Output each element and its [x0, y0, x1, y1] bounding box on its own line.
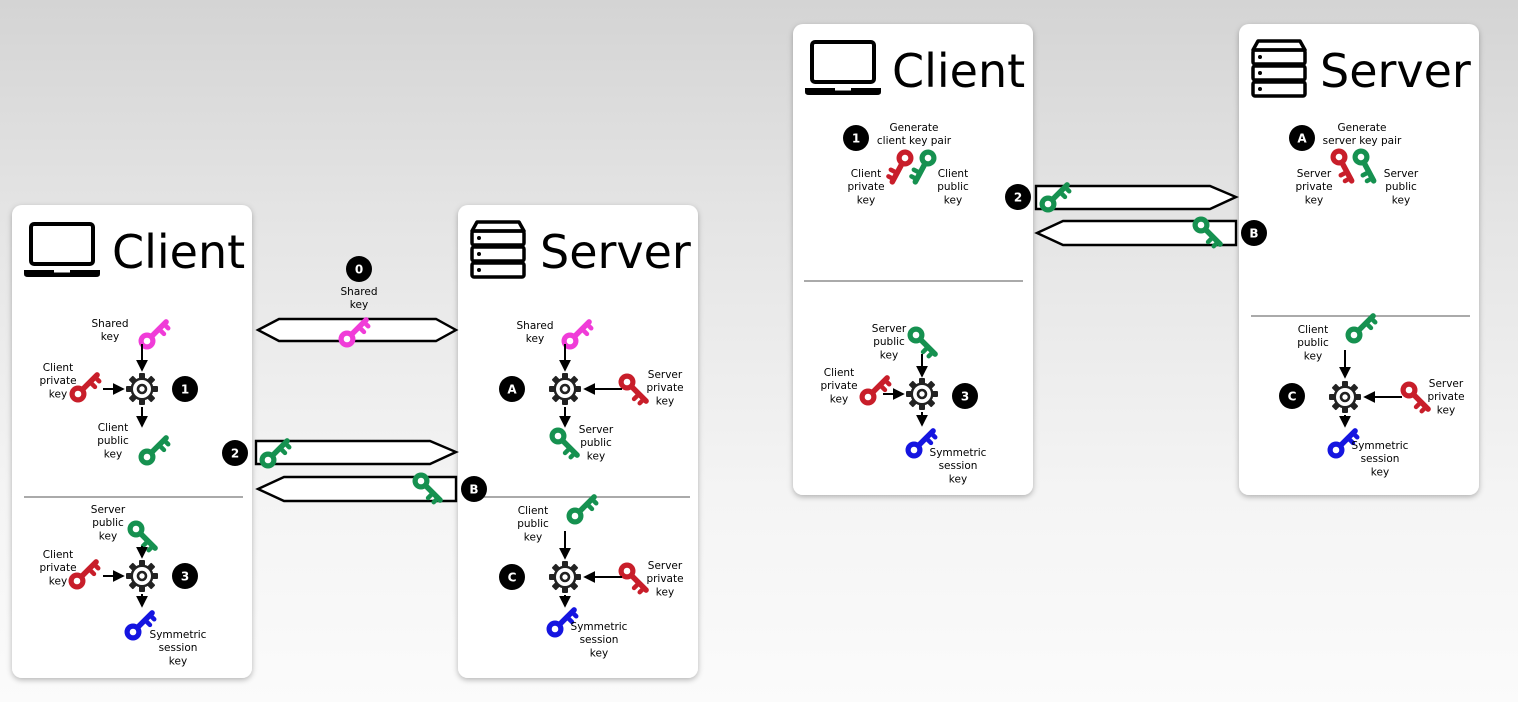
step-badge — [172, 563, 198, 589]
step-badge — [1005, 184, 1031, 210]
right-client-title: Client — [892, 44, 1025, 98]
step-badge-label: B — [1249, 227, 1258, 241]
step-badge-label: 1 — [852, 132, 860, 146]
gear-icon — [124, 558, 160, 594]
right-server-title: Server — [1320, 44, 1471, 98]
left-client-panel — [12, 205, 252, 678]
step-badge — [843, 125, 869, 151]
step-badge-label: 2 — [1014, 191, 1022, 205]
step-badge — [499, 376, 525, 402]
message-B-server-public-key — [255, 475, 458, 503]
step-badge-label: B — [469, 483, 478, 497]
step-badge — [1279, 383, 1305, 409]
step-badge — [346, 256, 372, 282]
message-2-client-public-key — [1034, 184, 1239, 211]
step-badge-label: 3 — [961, 390, 969, 404]
step-badge — [1241, 220, 1267, 246]
step-badge-label: C — [508, 571, 517, 585]
step-badge — [952, 383, 978, 409]
step-badge-label: A — [1297, 132, 1307, 146]
left-server-title: Server — [540, 225, 691, 279]
step-badge-label: 2 — [231, 447, 239, 461]
message-B-server-public-key — [1034, 219, 1238, 247]
step-badge — [499, 564, 525, 590]
step-badge — [172, 376, 198, 402]
step-badge-label: 3 — [181, 570, 189, 584]
step-badge-label: A — [507, 383, 517, 397]
step-badge-label: 1 — [181, 383, 189, 397]
gear-icon — [1327, 379, 1363, 415]
left-server-panel — [458, 205, 698, 678]
left-client-title: Client — [112, 225, 245, 279]
step-badge-label: 0 — [355, 263, 363, 277]
message-2-client-public-key — [254, 439, 459, 466]
gear-icon — [547, 371, 583, 407]
step-badge — [461, 476, 487, 502]
gear-icon — [547, 559, 583, 595]
step-badge — [1289, 125, 1315, 151]
gear-icon — [904, 376, 940, 412]
gear-icon — [124, 371, 160, 407]
step-badge-label: C — [1288, 390, 1297, 404]
step-badge — [222, 440, 248, 466]
